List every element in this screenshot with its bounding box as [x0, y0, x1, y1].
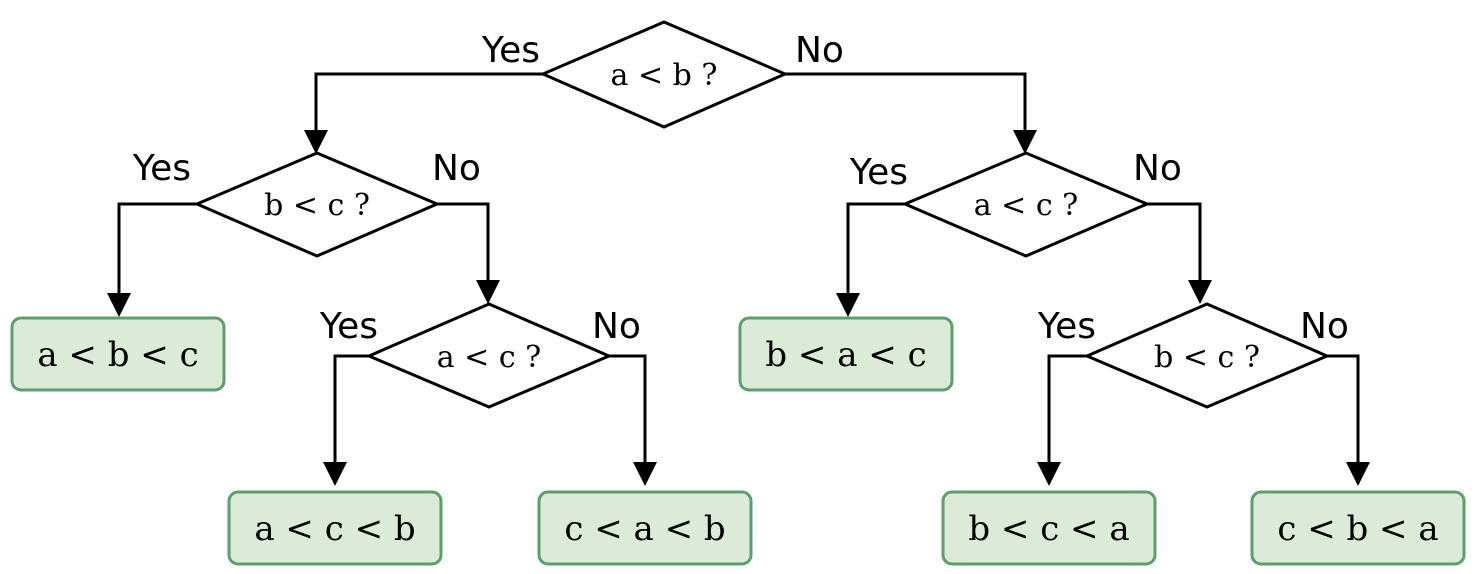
decision-diamond: [1083, 302, 1331, 409]
result-box: [537, 490, 753, 566]
edge-label-yes: Yes: [319, 306, 378, 347]
result-box: [738, 316, 954, 392]
edge-label-yes: Yes: [1037, 306, 1096, 347]
decision-d5: b < c ?: [1083, 302, 1331, 409]
decision-diamond: [901, 151, 1151, 258]
connector-d3-no: [609, 354, 657, 486]
result-label: a < c < b: [254, 509, 415, 549]
result-r3: c < a < b: [537, 490, 753, 566]
connector-d4-yes: [836, 202, 905, 317]
result-box: [1250, 490, 1466, 566]
connector-d2-yes: [107, 202, 197, 317]
decision-diamond: [193, 151, 441, 258]
result-label: c < b < a: [1277, 509, 1438, 549]
decision-d2: b < c ?: [193, 151, 441, 258]
decision-label: a < c ?: [437, 340, 542, 375]
connector-d5-yes: [1037, 354, 1087, 486]
result-box: [10, 316, 226, 392]
decision-label: a < c ?: [974, 188, 1079, 223]
decision-d3: a < c ?: [365, 302, 613, 409]
connectors: [107, 72, 1370, 486]
decision-d4: a < c ?: [901, 151, 1151, 258]
result-box: [227, 490, 443, 566]
connector-d2-no: [437, 202, 500, 304]
edge-label-no: No: [1133, 148, 1182, 189]
decision-label: a < b ?: [611, 58, 718, 93]
connector-d3-yes: [323, 354, 369, 486]
connector-d1-yes: [304, 72, 543, 154]
edge-label-yes: Yes: [849, 152, 908, 193]
result-label: a < b < c: [37, 335, 198, 375]
edge-label-yes: Yes: [481, 30, 540, 71]
result-label: b < a < c: [765, 335, 926, 375]
edge-label-no: No: [795, 30, 844, 71]
decision-label: b < c ?: [264, 188, 370, 223]
result-label: c < a < b: [564, 509, 725, 549]
decision-diamond: [539, 20, 789, 129]
decision-label: b < c ?: [1154, 340, 1260, 375]
connector-d4-no: [1147, 202, 1212, 304]
result-r5: b < c < a: [941, 490, 1157, 566]
edge-label-no: No: [1300, 306, 1349, 347]
result-r1: a < b < c: [10, 316, 226, 392]
result-r6: c < b < a: [1250, 490, 1466, 566]
edge-label-yes: Yes: [132, 148, 191, 189]
decision-diamond: [365, 302, 613, 409]
connector-d1-no: [785, 72, 1037, 154]
edge-labels: Yes No Yes No Yes No Yes No Yes No: [132, 30, 1349, 347]
decision-d1: a < b ?: [539, 20, 789, 129]
edge-label-no: No: [592, 306, 641, 347]
result-box: [941, 490, 1157, 566]
edge-label-no: No: [432, 148, 481, 189]
result-label: b < c < a: [968, 509, 1129, 549]
result-r4: b < a < c: [738, 316, 954, 392]
result-r2: a < c < b: [227, 490, 443, 566]
connector-d5-no: [1327, 354, 1370, 486]
